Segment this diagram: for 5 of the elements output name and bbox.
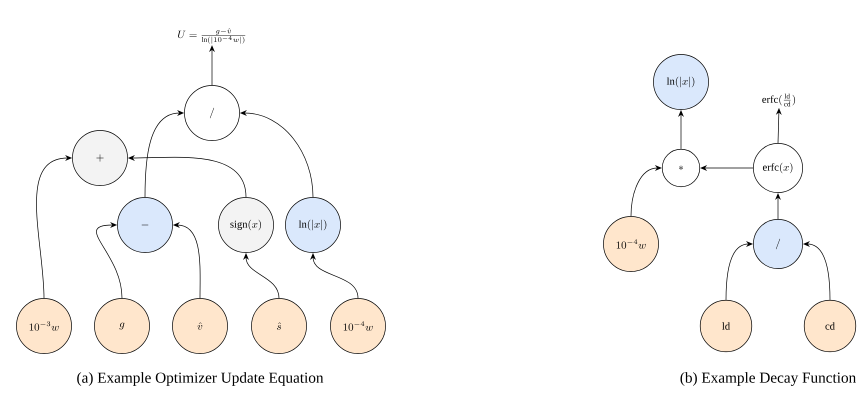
caption: (b) Example Decay Function xyxy=(680,372,856,386)
output-formula: $U = \frac{g - \hat{v}}{\ln(|10^{-4}w|)}$ xyxy=(178,28,246,44)
arrow xyxy=(96,222,122,298)
caption: (a) Example Optimizer Update Equation xyxy=(77,372,324,386)
output-formula: $\mathrm{erfc}(\frac{\mathrm{ld}}{\mathrm{cd}})$ xyxy=(762,94,796,106)
